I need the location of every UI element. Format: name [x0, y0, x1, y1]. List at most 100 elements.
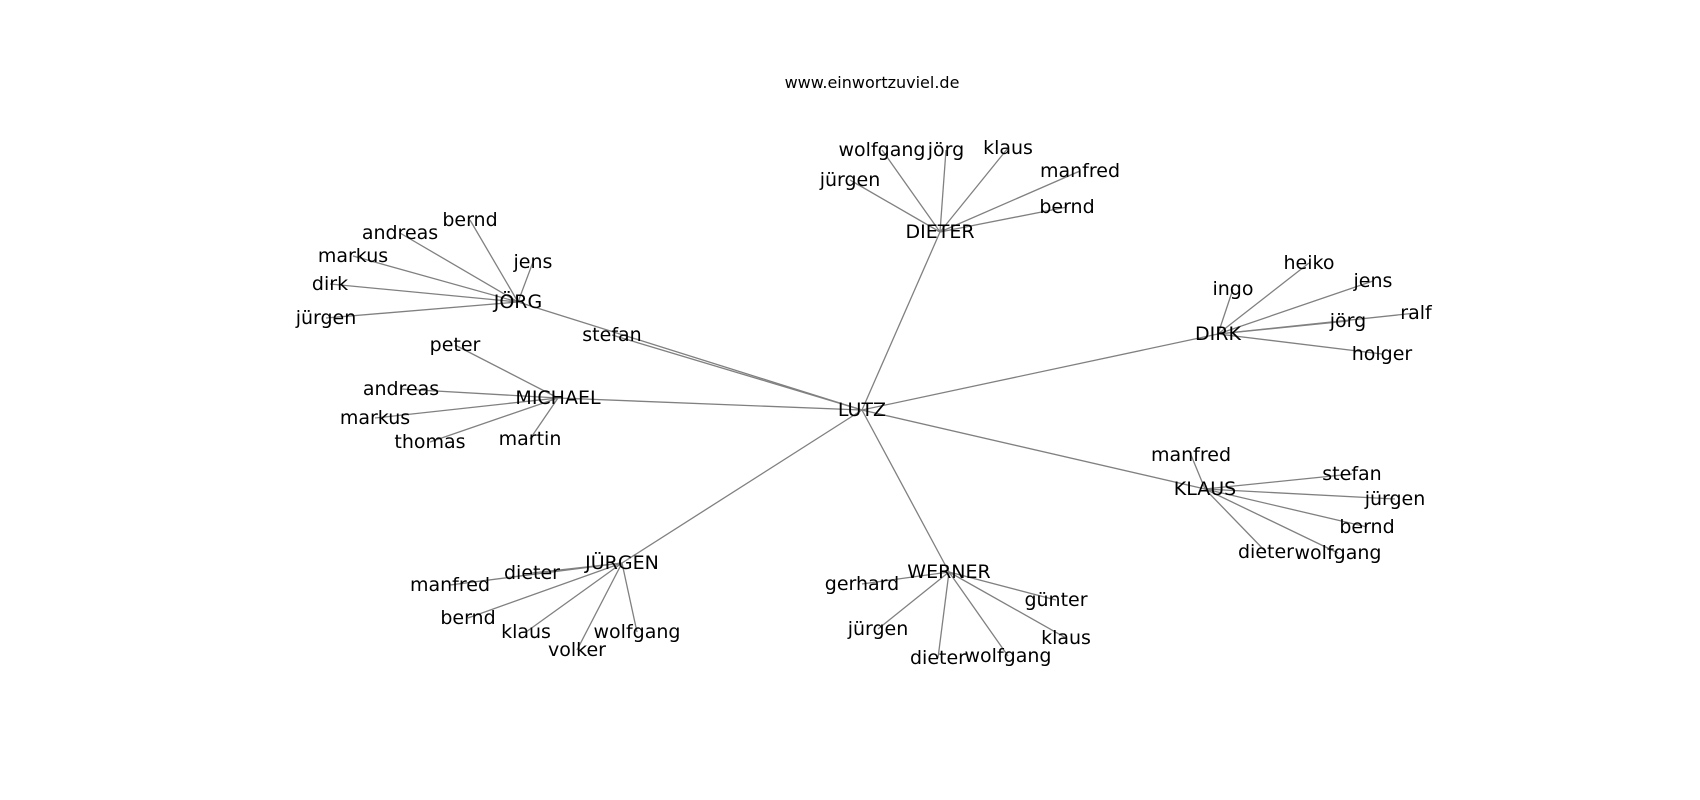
edges: [325, 147, 1417, 659]
edge: [621, 409, 863, 564]
edge: [352, 255, 519, 303]
leaf-node-label: wolfgang: [1295, 542, 1382, 564]
hub-node-label: DIRK: [1195, 323, 1241, 345]
hub-node-label: WERNER: [907, 561, 990, 583]
leaf-node-label: heiko: [1284, 252, 1335, 274]
leaf-node-label: klaus: [501, 621, 551, 643]
edge: [939, 170, 1081, 233]
edge: [469, 219, 519, 303]
edge: [861, 409, 1206, 490]
leaf-node-label: klaus: [983, 137, 1033, 159]
edge: [937, 571, 950, 659]
leaf-node-label: dieter: [504, 562, 560, 584]
leaf-node-label: holger: [1352, 343, 1413, 365]
edge: [1204, 473, 1353, 490]
leaf-node-label: dieter: [910, 647, 966, 669]
leaf-node-label: stefan: [1322, 463, 1381, 485]
caption: www.einwortzuviel.de: [785, 73, 960, 92]
edge: [467, 562, 623, 619]
leaf-node-label: ingo: [1212, 278, 1253, 300]
edge: [1190, 454, 1206, 490]
edge: [948, 571, 1057, 601]
edge: [1217, 288, 1234, 335]
leaf-node-label: jörg: [1329, 310, 1366, 332]
edge: [881, 149, 941, 233]
leaf-node-label: jürgen: [819, 169, 881, 191]
edge: [325, 301, 519, 319]
leaf-node-label: volker: [548, 639, 606, 661]
leaf-node-label: thomas: [394, 431, 465, 453]
leaf-node-label: bernd: [442, 209, 497, 231]
edge: [525, 562, 623, 633]
edge: [1217, 280, 1374, 335]
leaf-node-label: ralf: [1400, 302, 1433, 324]
hub-node-label: KLAUS: [1174, 478, 1236, 500]
leaf-node-label: bernd: [1339, 516, 1394, 538]
leaf-node-label: wolfgang: [965, 645, 1052, 667]
leaf-node-label: dirk: [312, 273, 348, 295]
edge: [939, 206, 1068, 233]
leaf-node-label: andreas: [363, 378, 439, 400]
edge: [449, 562, 623, 586]
root-node-label: LUTZ: [838, 399, 886, 421]
edge: [861, 571, 950, 585]
edge: [429, 397, 559, 443]
edge: [374, 397, 559, 419]
hub-node-label: JÜRGEN: [584, 551, 659, 574]
edge: [621, 562, 638, 633]
hub-node-label: stefan: [582, 324, 641, 346]
leaf-node-label: jürgen: [847, 618, 909, 640]
edge: [1217, 262, 1310, 335]
edge: [948, 571, 1067, 639]
leaf-node-label: markus: [318, 245, 388, 267]
edge: [1204, 488, 1339, 554]
leaf-node-label: peter: [430, 334, 481, 356]
leaf-node-label: bernd: [440, 607, 495, 629]
leaf-node-label: wolfgang: [594, 621, 681, 643]
edge: [1217, 333, 1383, 355]
leaf-node-label: jens: [1353, 270, 1393, 292]
leaf-node-label: andreas: [362, 222, 438, 244]
leaf-node-label: günter: [1024, 589, 1087, 611]
leaf-node-label: martin: [499, 428, 562, 450]
edge: [1217, 320, 1349, 335]
leaf-node-label: bernd: [1039, 196, 1094, 218]
edge: [1204, 488, 1396, 500]
leaf-node-label: jörg: [927, 139, 964, 161]
edge: [1204, 488, 1267, 553]
leaf-node-label: jürgen: [295, 307, 357, 329]
edge: [1204, 488, 1368, 528]
edge: [939, 149, 947, 233]
edge: [861, 409, 950, 573]
edge: [861, 231, 941, 411]
edge: [861, 333, 1219, 411]
leaf-node-label: manfred: [1040, 160, 1120, 182]
leaf-node-label: gerhard: [825, 573, 899, 595]
leaf-node-label: dieter: [1238, 541, 1294, 563]
edge: [576, 562, 623, 651]
edge: [400, 388, 559, 399]
edge: [329, 283, 519, 303]
leaf-node-label: klaus: [1041, 627, 1091, 649]
hub-node-label: JÖRG: [493, 290, 542, 313]
edge: [939, 147, 1009, 233]
leaf-node-label: jens: [513, 251, 553, 273]
edge: [557, 397, 863, 411]
leaf-node-label: markus: [340, 407, 410, 429]
leaf-node-label: manfred: [1151, 444, 1231, 466]
edge: [611, 334, 863, 411]
edge: [517, 261, 534, 303]
edge: [948, 571, 1009, 657]
edge: [529, 397, 559, 440]
edge: [849, 179, 941, 233]
edge: [517, 301, 863, 411]
hub-node-label: DIETER: [905, 221, 974, 243]
leaf-node-label: jürgen: [1364, 488, 1426, 510]
edge: [454, 344, 559, 399]
leaf-node-label: wolfgang: [839, 139, 926, 161]
hub-node-label: MICHAEL: [515, 387, 601, 409]
edge: [399, 232, 519, 303]
leaf-node-label: manfred: [410, 574, 490, 596]
